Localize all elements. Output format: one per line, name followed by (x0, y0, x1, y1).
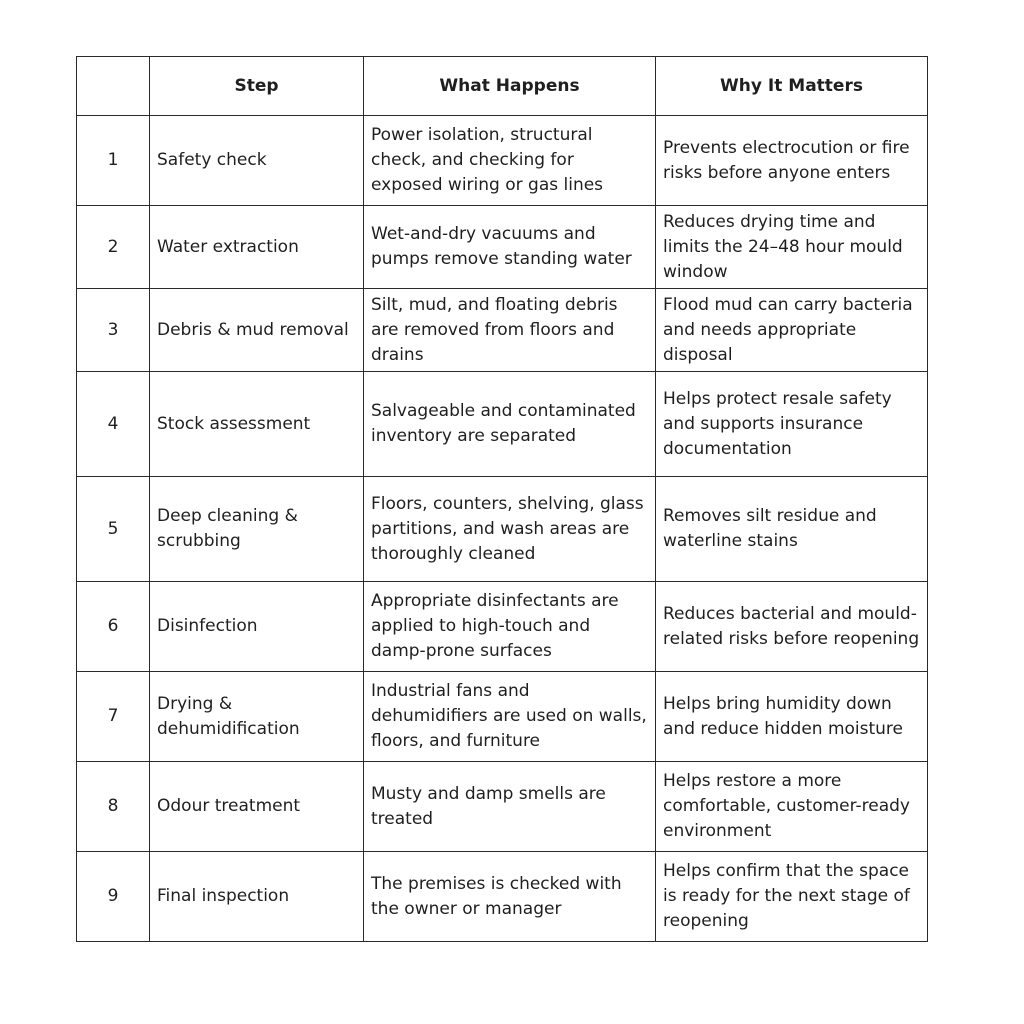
row-number: 1 (76, 115, 150, 206)
row-number: 2 (76, 205, 150, 289)
row-what-happens: Appropriate disinfectants are applied to… (363, 581, 656, 672)
row-why-it-matters: Helps bring humidity down and reduce hid… (655, 671, 928, 762)
restoration-steps-table: Step What Happens Why It Matters 1 Safet… (76, 56, 928, 942)
table-row: 5 Deep cleaning & scrubbing Floors, coun… (76, 476, 928, 582)
row-step: Safety check (149, 115, 364, 206)
row-step: Disinfection (149, 581, 364, 672)
table-row: 6 Disinfection Appropriate disinfectants… (76, 581, 928, 672)
row-why-it-matters: Prevents electrocution or fire risks bef… (655, 115, 928, 206)
header-row: Step What Happens Why It Matters (76, 56, 928, 116)
table-row: 4 Stock assessment Salvageable and conta… (76, 371, 928, 477)
header-why-it-matters: Why It Matters (655, 56, 928, 116)
row-what-happens: Salvageable and contaminated inventory a… (363, 371, 656, 477)
row-step: Deep cleaning & scrubbing (149, 476, 364, 582)
row-why-it-matters: Flood mud can carry bacteria and needs a… (655, 288, 928, 372)
row-what-happens: Musty and damp smells are treated (363, 761, 656, 852)
table-row: 2 Water extraction Wet-and-dry vacuums a… (76, 205, 928, 289)
row-number: 8 (76, 761, 150, 852)
row-number: 4 (76, 371, 150, 477)
row-number: 3 (76, 288, 150, 372)
row-number: 6 (76, 581, 150, 672)
row-step: Stock assessment (149, 371, 364, 477)
table-row: 1 Safety check Power isolation, structur… (76, 115, 928, 206)
row-why-it-matters: Removes silt residue and waterline stain… (655, 476, 928, 582)
table-row: 8 Odour treatment Musty and damp smells … (76, 761, 928, 852)
header-step: Step (149, 56, 364, 116)
row-why-it-matters: Helps confirm that the space is ready fo… (655, 851, 928, 942)
row-why-it-matters: Helps restore a more comfortable, custom… (655, 761, 928, 852)
row-what-happens: Floors, counters, shelving, glass partit… (363, 476, 656, 582)
table-row: 9 Final inspection The premises is check… (76, 851, 928, 942)
row-step: Odour treatment (149, 761, 364, 852)
table-row: 7 Drying & dehumidification Industrial f… (76, 671, 928, 762)
row-step: Debris & mud removal (149, 288, 364, 372)
row-step: Final inspection (149, 851, 364, 942)
table-header: Step What Happens Why It Matters (76, 56, 928, 116)
row-what-happens: Wet-and-dry vacuums and pumps remove sta… (363, 205, 656, 289)
row-number: 7 (76, 671, 150, 762)
row-what-happens: Power isolation, structural check, and c… (363, 115, 656, 206)
row-step: Drying & dehumidification (149, 671, 364, 762)
row-what-happens: Industrial fans and dehumidifiers are us… (363, 671, 656, 762)
row-what-happens: The premises is checked with the owner o… (363, 851, 656, 942)
row-why-it-matters: Reduces drying time and limits the 24–48… (655, 205, 928, 289)
row-number: 9 (76, 851, 150, 942)
header-what-happens: What Happens (363, 56, 656, 116)
row-why-it-matters: Helps protect resale safety and supports… (655, 371, 928, 477)
table-row: 3 Debris & mud removal Silt, mud, and fl… (76, 288, 928, 372)
row-number: 5 (76, 476, 150, 582)
row-why-it-matters: Reduces bacterial and mould-related risk… (655, 581, 928, 672)
row-what-happens: Silt, mud, and floating debris are remov… (363, 288, 656, 372)
table-body: 1 Safety check Power isolation, structur… (76, 115, 928, 942)
header-number (76, 56, 150, 116)
row-step: Water extraction (149, 205, 364, 289)
